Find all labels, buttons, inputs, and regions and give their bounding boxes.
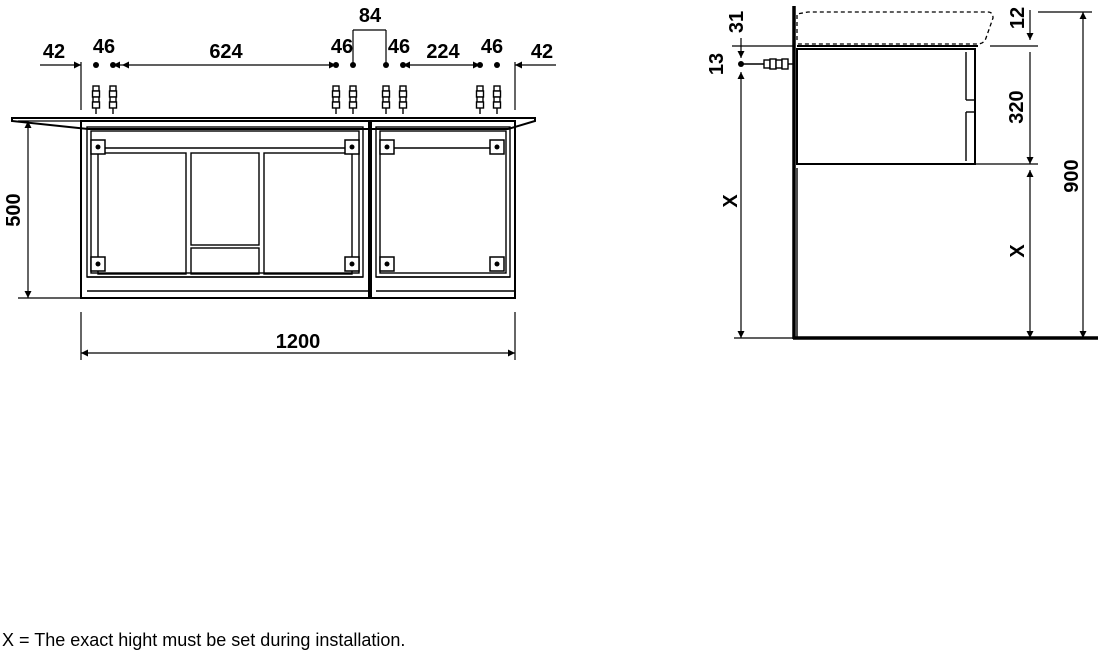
dim-31: 31 bbox=[726, 11, 748, 33]
wall-bolts bbox=[91, 85, 502, 115]
width-dimension bbox=[80, 312, 516, 360]
dim-x-right: X bbox=[1007, 244, 1029, 258]
side-total-dimension bbox=[1038, 11, 1092, 338]
side-mount-point bbox=[738, 61, 744, 67]
front-view: 42 46 624 46 84 46 224 46 42 500 1200 bbox=[3, 5, 556, 360]
side-left-dimensions bbox=[732, 38, 794, 339]
dim-46-3: 46 bbox=[388, 36, 410, 58]
dim-224: 224 bbox=[426, 41, 460, 63]
left-cabinet bbox=[80, 120, 370, 299]
mounting-points bbox=[93, 62, 500, 68]
dim-46-4: 46 bbox=[481, 36, 503, 58]
right-cabinet bbox=[370, 120, 516, 299]
installation-footnote: X = The exact hight must be set during i… bbox=[2, 630, 406, 650]
hanging-clips bbox=[90, 139, 505, 272]
top-dimension-chain bbox=[40, 29, 556, 110]
dim-46-1: 46 bbox=[93, 36, 115, 58]
dim-320: 320 bbox=[1006, 90, 1028, 123]
height-dimension bbox=[18, 120, 80, 299]
dim-500: 500 bbox=[3, 193, 25, 226]
wall-and-floor bbox=[792, 6, 1098, 340]
dim-46-2: 46 bbox=[331, 36, 353, 58]
side-cabinet bbox=[796, 45, 978, 338]
basin-outline bbox=[796, 11, 994, 45]
side-right-dimensions bbox=[975, 10, 1038, 338]
dim-84: 84 bbox=[359, 5, 382, 27]
side-view: 31 13 12 320 900 X X bbox=[706, 6, 1098, 340]
dim-13: 13 bbox=[706, 53, 728, 75]
dim-12: 12 bbox=[1007, 7, 1029, 29]
dim-1200: 1200 bbox=[276, 331, 321, 353]
dim-900: 900 bbox=[1061, 159, 1083, 192]
dim-42-left: 42 bbox=[43, 41, 65, 63]
side-bolt bbox=[740, 58, 794, 70]
dim-624: 624 bbox=[209, 41, 243, 63]
dim-42-right: 42 bbox=[531, 41, 553, 63]
dim-x-left: X bbox=[720, 194, 742, 208]
